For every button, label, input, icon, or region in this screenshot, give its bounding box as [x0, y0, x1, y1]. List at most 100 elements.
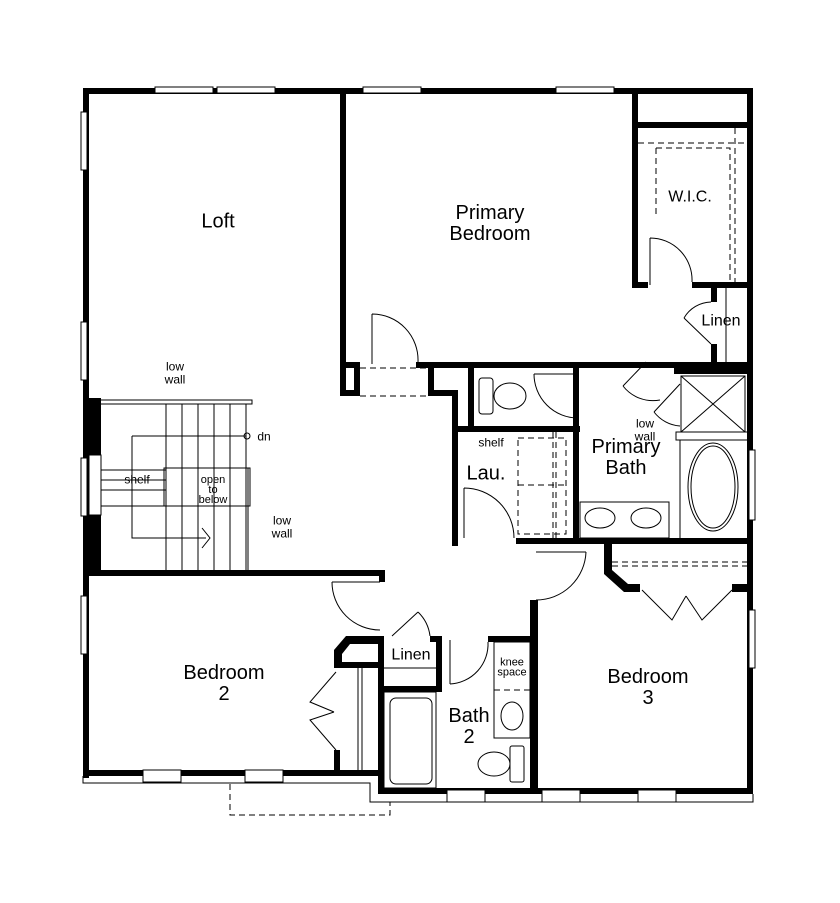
vanity: [579, 501, 670, 539]
wall: [342, 662, 384, 668]
window: [80, 595, 88, 655]
annotation-text: shelf: [124, 472, 150, 487]
stair-treads: [165, 404, 247, 570]
door-swing: [683, 301, 712, 345]
annotation-line2: wall: [271, 526, 293, 540]
door-swing: [391, 611, 431, 637]
room-name-line1: Bedroom: [183, 662, 265, 684]
room-label-linen-hall: Linen: [391, 647, 430, 665]
wall: [379, 570, 385, 582]
stair-arrow-icon: [201, 527, 211, 549]
closet-bifold-door: [309, 671, 337, 751]
exterior-wall-bottom-left: [83, 770, 383, 776]
wic-bottom-wall: [692, 282, 752, 288]
closet-corner-wall: [604, 544, 640, 592]
bathtub: [687, 442, 739, 532]
door-swing: [331, 581, 381, 631]
annotation-line1: low: [165, 359, 185, 374]
annotation-text: shelf: [478, 435, 504, 450]
wall: [436, 636, 442, 692]
loft-bottom-wall: [89, 570, 385, 576]
closet-shelf: [357, 668, 363, 770]
annotation-line1: open: [200, 474, 226, 487]
door-swing: [535, 551, 587, 601]
bathtub-inner: [690, 445, 736, 529]
room-name-line2: 3: [642, 687, 654, 709]
window: [748, 609, 756, 669]
stair-path: [131, 435, 246, 539]
room-name-line1: Primary: [591, 436, 661, 458]
window: [244, 769, 284, 783]
wall: [340, 362, 346, 396]
annotation-laundry-shelf: shelf: [478, 435, 504, 450]
door-swing: [622, 361, 661, 402]
bathtub: [389, 697, 433, 785]
annotation-line2: wall: [164, 372, 186, 386]
door-swing: [533, 373, 579, 419]
sink: [500, 701, 524, 731]
stair-start-marker: [243, 432, 251, 440]
exterior-ledge: [82, 776, 754, 803]
window: [555, 86, 615, 94]
wall: [334, 750, 340, 774]
laundry-left-wall: [452, 390, 458, 546]
annotation-text: dn: [257, 429, 271, 444]
wall: [711, 288, 717, 302]
room-label-laundry: Lau.: [467, 463, 506, 485]
wall: [340, 390, 360, 396]
wall: [711, 344, 717, 364]
primary-bedroom-bottom-wall: [416, 362, 676, 368]
window: [80, 111, 88, 171]
window: [80, 457, 88, 517]
wall: [340, 362, 360, 368]
shelf-lines: [518, 432, 566, 538]
wic-top-wall: [632, 122, 752, 128]
room-label-wic: W.I.C.: [668, 188, 712, 207]
shower-header: [674, 362, 752, 374]
wall: [428, 362, 434, 396]
shower-drain-lines: [680, 375, 746, 433]
annotation-line3: below: [198, 493, 228, 506]
window: [88, 454, 102, 516]
room-label-linen-primary: Linen: [701, 313, 740, 331]
window: [637, 789, 677, 803]
door-swing: [649, 237, 693, 285]
room-name-line2: 2: [218, 683, 230, 705]
porch-outline: [229, 784, 391, 816]
room-name: W.I.C.: [668, 188, 712, 206]
laundry-shelf: [517, 437, 567, 535]
room-name-line1: Primary: [455, 202, 525, 224]
opening-dash: [360, 367, 430, 397]
annotation-line2: to: [208, 484, 218, 497]
annotation-line2: space: [497, 667, 527, 679]
low-wall: [675, 431, 749, 441]
laundry-top-wall: [452, 426, 580, 432]
toilet-tank: [478, 377, 494, 415]
wic-left-wall: [632, 94, 638, 288]
closet-bifold-door: [641, 589, 733, 621]
door-swing: [463, 487, 515, 539]
sink: [630, 507, 662, 529]
annotation-line1: knee: [500, 656, 524, 669]
tub-surround: [383, 691, 437, 789]
room-name-line2: Bath: [605, 457, 647, 479]
wall: [430, 636, 442, 642]
window: [142, 769, 182, 783]
room-name: Loft: [201, 210, 235, 233]
open-to-below: [163, 467, 251, 507]
room-name-line1: Bath: [448, 705, 490, 727]
annotation-dn: dn: [257, 429, 271, 444]
room-name-line2: Bedroom: [449, 223, 531, 245]
sink: [584, 507, 616, 529]
annotation-line2: wall: [634, 429, 656, 443]
wall: [378, 636, 384, 692]
window: [748, 449, 756, 521]
